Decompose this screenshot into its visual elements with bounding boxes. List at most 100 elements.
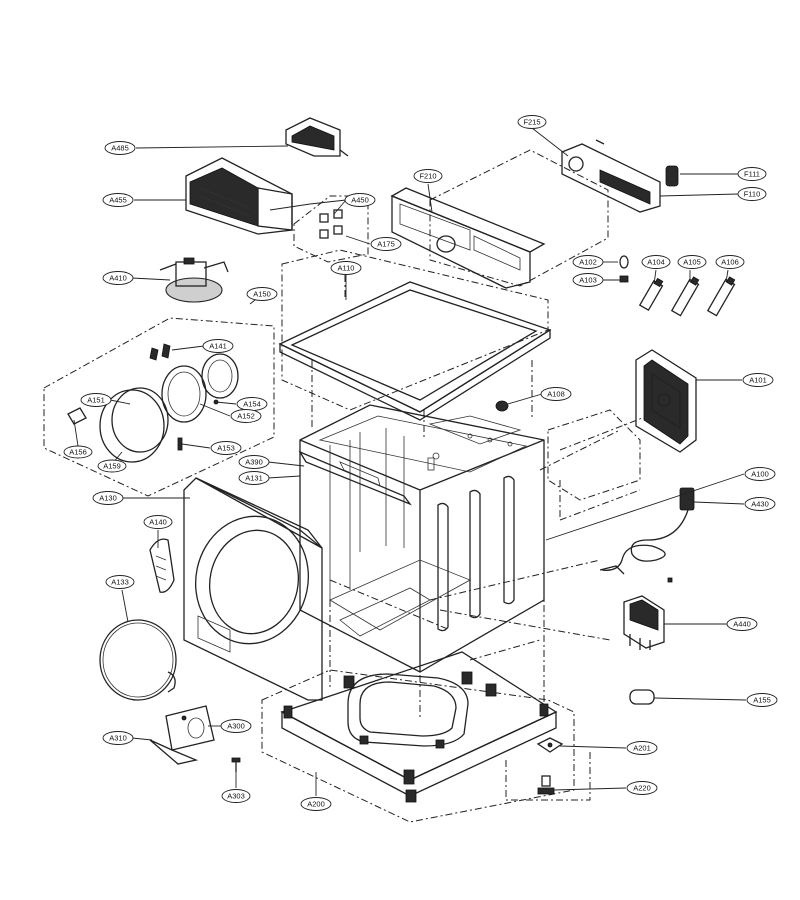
filter-cover: [149, 705, 215, 765]
svg-text:A150: A150: [253, 290, 271, 299]
callout-A133: A133: [105, 575, 135, 589]
callout-F110: F110: [737, 187, 767, 201]
door-gasket-ring: [99, 619, 177, 701]
svg-text:A310: A310: [109, 734, 127, 743]
svg-text:A485: A485: [111, 144, 129, 153]
callout-A100: A100: [744, 467, 776, 481]
callout-A140: A140: [143, 515, 173, 529]
callout-A430: A430: [744, 497, 776, 511]
noise-filter: [623, 577, 673, 650]
callout-A303: A303: [221, 789, 251, 803]
svg-text:A430: A430: [751, 500, 769, 509]
svg-text:A141: A141: [209, 342, 227, 351]
svg-text:A105: A105: [683, 258, 701, 267]
svg-text:A455: A455: [109, 196, 127, 205]
callout-A131: A131: [238, 471, 270, 485]
callout-A201: A201: [626, 741, 658, 755]
svg-text:A440: A440: [733, 620, 751, 629]
small-parts: [495, 255, 736, 412]
callout-A440: A440: [726, 617, 758, 631]
svg-text:A140: A140: [149, 518, 167, 527]
callout-A102: A102: [572, 255, 604, 269]
callout-A110: A110: [330, 261, 362, 275]
callout-A153: A153: [210, 441, 242, 455]
callout-A152: A152: [230, 409, 262, 423]
base-frame: [280, 651, 558, 803]
svg-text:A100: A100: [751, 470, 769, 479]
door-hinge: [149, 538, 175, 593]
callout-A220: A220: [626, 781, 658, 795]
callout-A300: A300: [220, 719, 252, 733]
svg-text:A151: A151: [87, 396, 105, 405]
adjust-foot-A155: [629, 689, 655, 705]
top-panel: [278, 281, 552, 421]
main-pcb: [561, 139, 661, 213]
svg-text:A152: A152: [237, 412, 255, 421]
svg-text:A303: A303: [227, 792, 245, 801]
svg-text:A108: A108: [547, 390, 565, 399]
power-cord: [599, 487, 695, 575]
callout-A156: A156: [63, 445, 93, 459]
callout-A141: A141: [202, 339, 234, 353]
screw-A303: [231, 757, 241, 772]
callout-A105: A105: [677, 255, 707, 269]
svg-text:A156: A156: [69, 448, 87, 457]
svg-text:A154: A154: [243, 400, 261, 409]
callout-F111: F111: [737, 167, 767, 181]
callout-A175: A175: [370, 237, 402, 251]
callout-A130: A130: [92, 491, 124, 505]
svg-text:F215: F215: [523, 118, 540, 127]
svg-text:A201: A201: [633, 744, 651, 753]
svg-text:A101: A101: [749, 376, 767, 385]
callout-A450: A450: [344, 193, 376, 207]
callout-A151: A151: [80, 393, 112, 407]
svg-text:A220: A220: [633, 784, 651, 793]
callout-A108: A108: [540, 387, 572, 401]
svg-text:A153: A153: [217, 444, 235, 453]
callout-A410: A410: [102, 271, 134, 285]
knob-F111: [665, 165, 679, 187]
callout-F215: F215: [517, 115, 547, 129]
callout-A455: A455: [102, 193, 134, 207]
svg-text:A300: A300: [227, 722, 245, 731]
svg-text:A175: A175: [377, 240, 395, 249]
leveling-foot: [536, 737, 564, 795]
detergent-dispenser: [185, 157, 293, 235]
svg-text:A103: A103: [579, 276, 597, 285]
projection-lines: [311, 275, 651, 720]
svg-text:A110: A110: [338, 264, 355, 273]
callouts: A485 A455 A450 A175 A410 A150 A141 A151 …: [63, 115, 778, 811]
svg-text:A410: A410: [109, 274, 127, 283]
svg-text:A200: A200: [307, 800, 325, 809]
callout-A103: A103: [572, 273, 604, 287]
door-assembly: [67, 343, 239, 463]
svg-text:A106: A106: [721, 258, 739, 267]
callout-A310: A310: [102, 731, 134, 745]
drain-pump: [159, 257, 229, 303]
cabinet: [298, 404, 545, 673]
svg-text:A450: A450: [351, 196, 369, 205]
svg-text:A133: A133: [111, 578, 129, 587]
svg-text:A130: A130: [99, 494, 117, 503]
back-cover: [635, 349, 697, 453]
svg-text:A104: A104: [647, 258, 665, 267]
callout-A200: A200: [300, 797, 332, 811]
pcb-module-A485: [285, 117, 349, 157]
callout-A390: A390: [238, 455, 270, 469]
grouping-boxes: [43, 149, 641, 823]
callout-A106: A106: [715, 255, 745, 269]
callout-A104: A104: [641, 255, 671, 269]
svg-text:A155: A155: [753, 696, 771, 705]
svg-text:F111: F111: [744, 170, 760, 179]
callout-A155: A155: [746, 693, 778, 707]
svg-text:A159: A159: [103, 462, 121, 471]
svg-text:A102: A102: [579, 258, 597, 267]
svg-text:A131: A131: [245, 474, 263, 483]
callout-A485: A485: [104, 141, 136, 155]
callout-A154: A154: [236, 397, 268, 411]
control-panel: [390, 187, 546, 289]
svg-text:F110: F110: [744, 190, 761, 199]
callout-A150: A150: [246, 287, 278, 301]
front-panel: [183, 477, 323, 701]
